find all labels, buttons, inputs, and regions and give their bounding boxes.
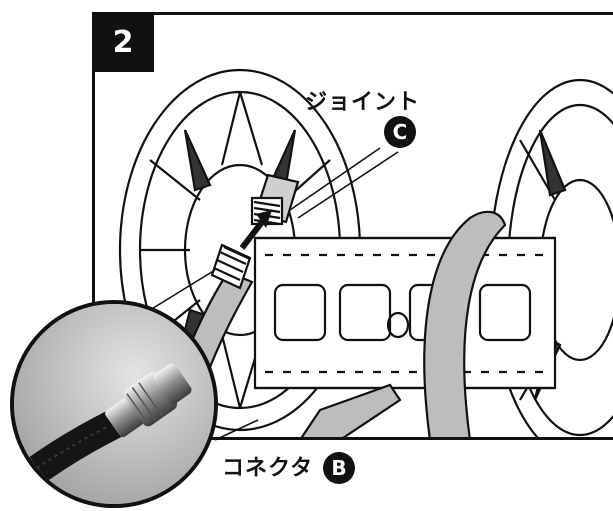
connector-photo <box>14 304 214 504</box>
inset-leader-line <box>149 269 216 311</box>
step-number-badge: 2 <box>92 12 154 72</box>
joint-callout-letter-badge: C <box>384 116 416 148</box>
connector-callout-label: コネクタ <box>222 456 314 481</box>
joint-leader-line <box>289 147 399 219</box>
connector-leader-line <box>214 419 259 441</box>
hose-strip <box>423 210 507 437</box>
insert-direction-arrow <box>239 210 272 250</box>
joint-callout-label: ジョイント <box>305 90 421 115</box>
connector-photo-inset <box>10 300 218 508</box>
connector-callout-letter-badge: B <box>323 452 355 484</box>
reel-drum <box>253 236 557 390</box>
hose-strip-lower <box>300 383 402 437</box>
